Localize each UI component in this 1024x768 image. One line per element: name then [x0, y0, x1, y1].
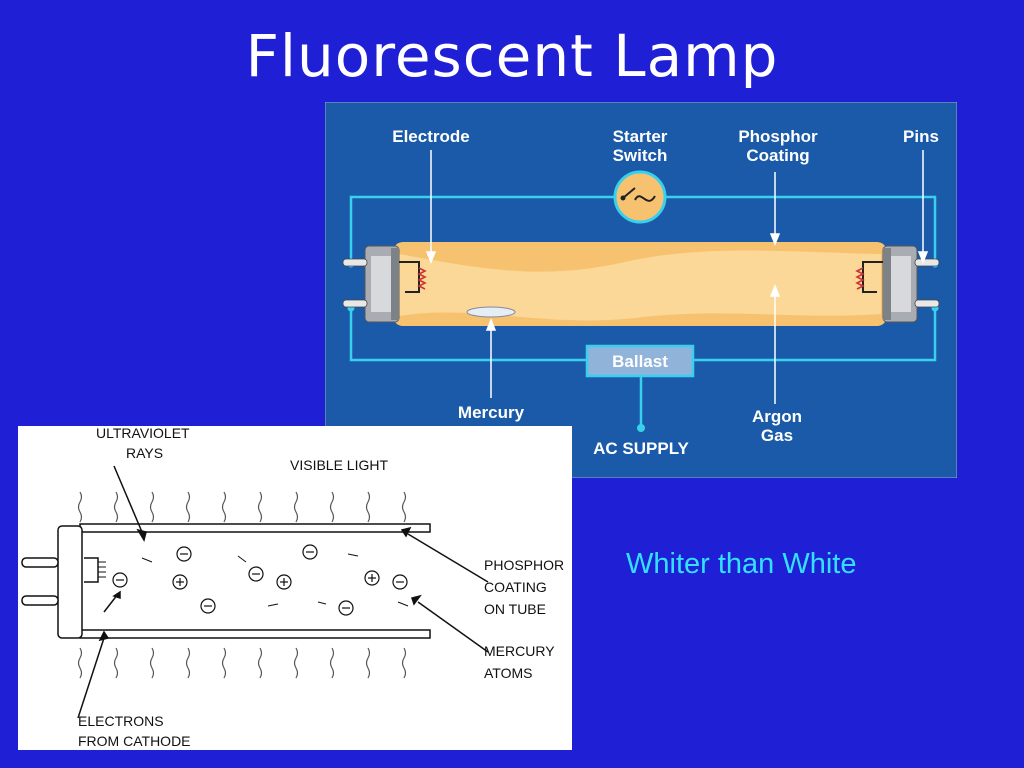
- argon-label-line1: Argon: [752, 407, 802, 426]
- ballast-label: Ballast: [612, 352, 668, 371]
- electrode-label: Electrode: [392, 127, 469, 146]
- phosphor-label-line2: COATING: [484, 579, 547, 595]
- right-end-cap: [855, 245, 940, 323]
- electrode-filament: [855, 267, 865, 290]
- phosphor-label-line1: Phosphor: [738, 127, 818, 146]
- fluorescent-lamp-circuit-diagram: Ballast Electrode Starter Switch Phospho…: [325, 102, 957, 478]
- starter-label-line1: Starter: [613, 127, 668, 146]
- electrons-label-line1: ELECTRONS: [78, 713, 164, 729]
- cutaway-background: [18, 426, 572, 750]
- electrons-label-line2: FROM CATHODE: [78, 733, 191, 749]
- electrode-filament: [417, 267, 427, 290]
- mercury-atoms-label-line1: MERCURY: [484, 643, 555, 659]
- glass-tube: [393, 242, 887, 326]
- slide-title: Fluorescent Lamp: [245, 22, 779, 90]
- uv-label-line2: RAYS: [126, 445, 163, 461]
- pin: [914, 258, 940, 267]
- starter-switch: [613, 170, 667, 224]
- pin: [914, 299, 940, 308]
- pins-label: Pins: [903, 127, 939, 146]
- caption: Whiter than White: [626, 548, 857, 580]
- ac-supply-label: AC SUPPLY: [593, 439, 689, 458]
- argon-label-line2: Gas: [761, 426, 793, 445]
- circuit-wires: [349, 195, 937, 427]
- pin: [342, 299, 368, 308]
- mercury-droplet: [466, 306, 516, 318]
- left-end-cap: [342, 245, 427, 323]
- phosphor-label-line2: Coating: [746, 146, 809, 165]
- ac-supply-terminal: [637, 424, 645, 432]
- light-rays: [77, 491, 407, 679]
- particles: [112, 544, 409, 616]
- cutaway-pointers: [77, 465, 489, 719]
- end-cap: [21, 525, 106, 639]
- starter-label-line2: Switch: [613, 146, 668, 165]
- phosphor-label-line3: ON TUBE: [484, 601, 546, 617]
- mercury-atoms-label-line2: ATOMS: [484, 665, 533, 681]
- uv-label-line1: ULTRAVIOLET: [96, 426, 190, 441]
- ballast-box: Ballast: [585, 344, 695, 378]
- pointer-lines: [425, 150, 929, 404]
- tube-cutaway-diagram: ULTRAVIOLET RAYS VISIBLE LIGHT PHOSPHOR …: [18, 426, 572, 750]
- visible-light-label: VISIBLE LIGHT: [290, 457, 388, 473]
- phosphor-label-line1: PHOSPHOR: [484, 557, 564, 573]
- mercury-label: Mercury: [458, 403, 525, 422]
- pin: [342, 258, 368, 267]
